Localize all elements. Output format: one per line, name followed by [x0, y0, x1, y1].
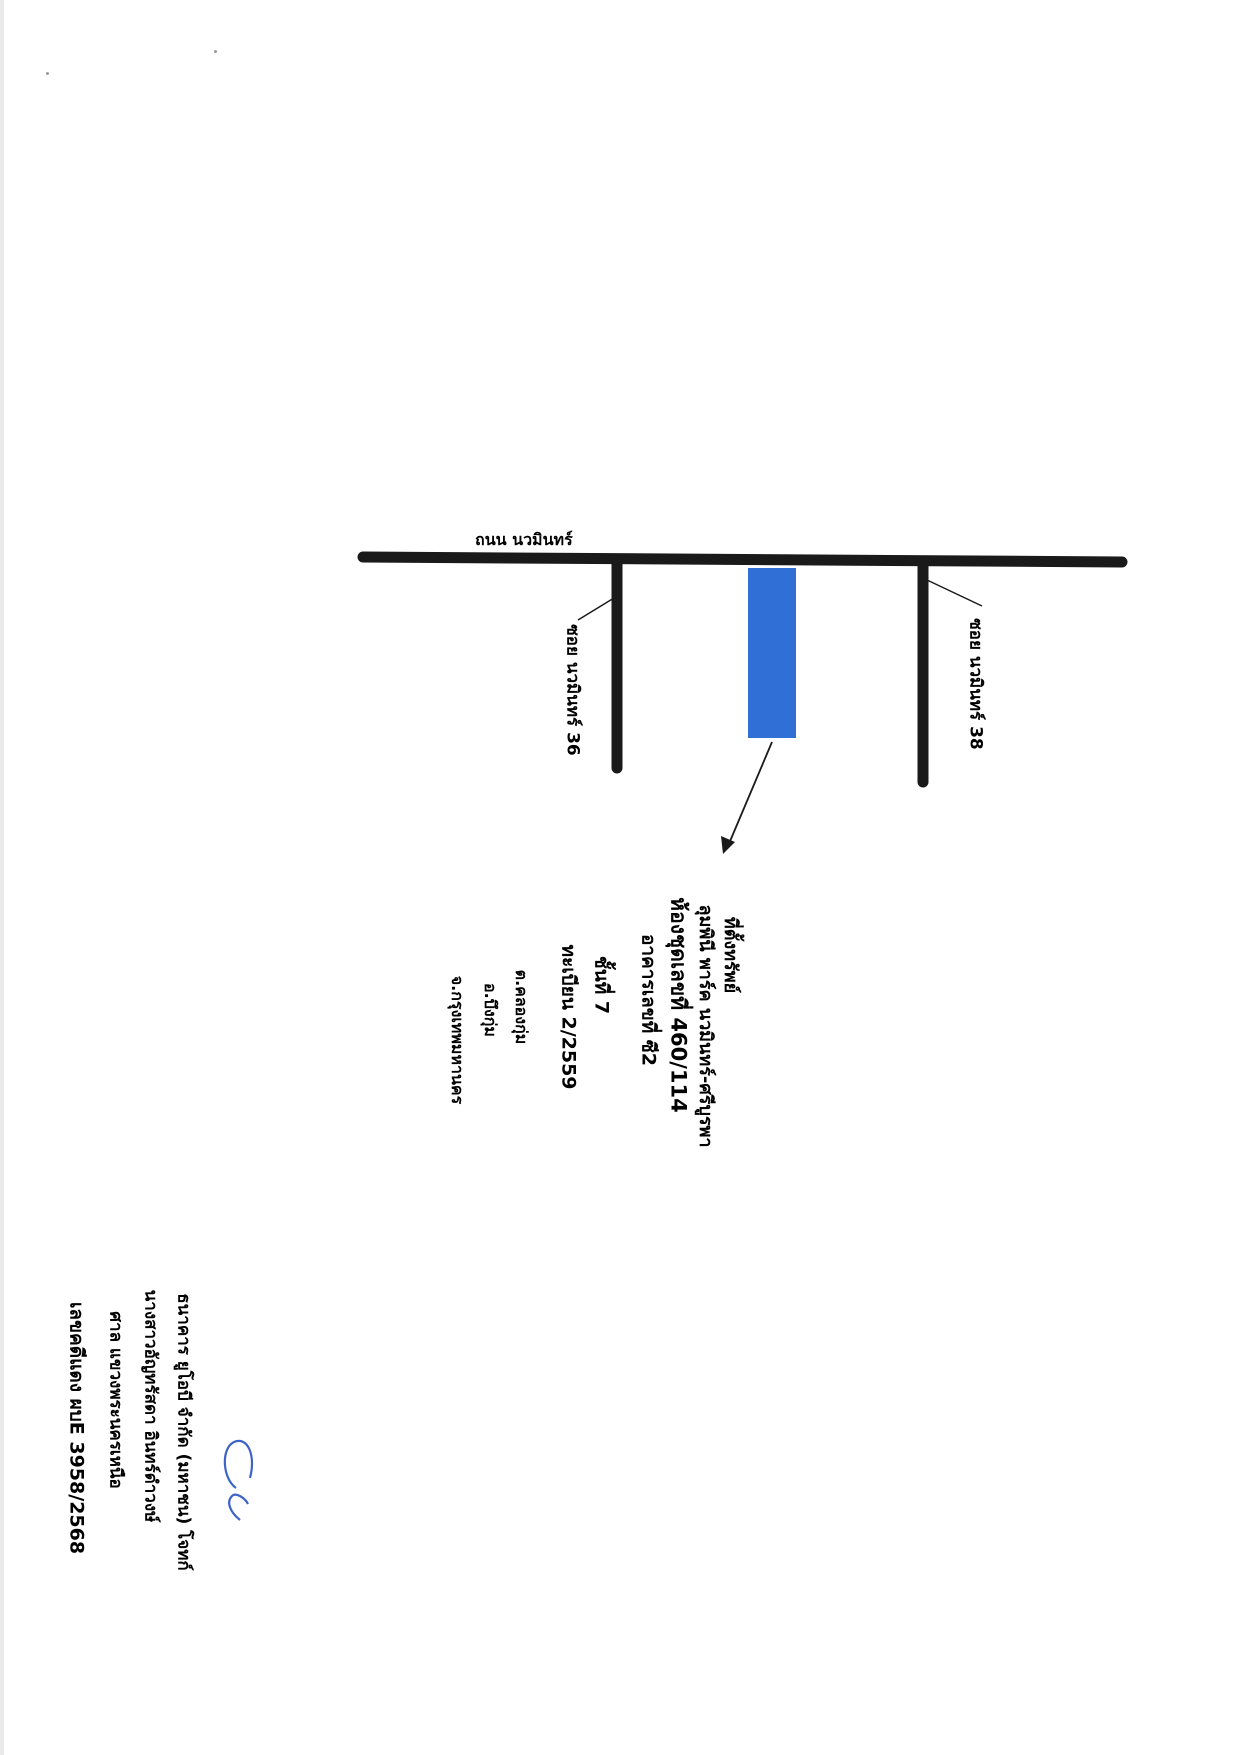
property-block	[748, 568, 796, 738]
case-court: ศาล แขวงพระนครเหนือ	[105, 1311, 126, 1489]
property-info-floor: ชั้นที่ 7	[590, 955, 613, 1015]
property-info-district: อ.บึงกุ่ม	[481, 983, 500, 1037]
case-number: เลขคดีแดง ผบE 3958/2568	[65, 1301, 88, 1555]
signature-mark	[223, 1439, 254, 1489]
main-road	[357, 551, 1128, 568]
property-info-project: ลุมพินี พาร์ค นวมินทร์-ศรีบูรพา	[695, 904, 716, 1148]
property-info-registration: ทะเบียน 2/2559	[557, 944, 580, 1090]
property-info-province: จ.กรุงเทพมหานคร	[448, 975, 467, 1105]
property-info-subdistrict: ต.คลองกุ่ม	[512, 969, 531, 1045]
scan-edge	[0, 0, 4, 1755]
case-defendant: นางสาวอัญทรัสดา อินทร์ดำวงษ์	[140, 1289, 161, 1523]
property-arrow-head	[721, 836, 735, 854]
case-plaintiff: ธนาคาร ยูโอบี จำกัด (มหาชน) โจทก์	[173, 1293, 194, 1571]
property-info-building: อาคารเลขที่ ซี2	[637, 933, 660, 1067]
signature-mark-tail	[228, 1493, 249, 1521]
soi-left-leader	[577, 597, 615, 621]
main-road-label: ถนน นวมินทร์	[475, 530, 573, 549]
scan-speck	[214, 50, 217, 53]
property-arrow-line	[727, 741, 773, 847]
property-info-unit: ห้องชุดเลขที่ 460/114	[666, 897, 691, 1113]
soi-right-leader	[926, 579, 983, 607]
soi-left-label: ซอย นวมินทร์ 36	[562, 624, 583, 756]
property-info-title: ที่ตั้งทรัพย์	[720, 916, 741, 994]
scan-speck	[46, 72, 49, 75]
soi-right-label: ซอย นวมินทร์ 38	[965, 618, 986, 750]
